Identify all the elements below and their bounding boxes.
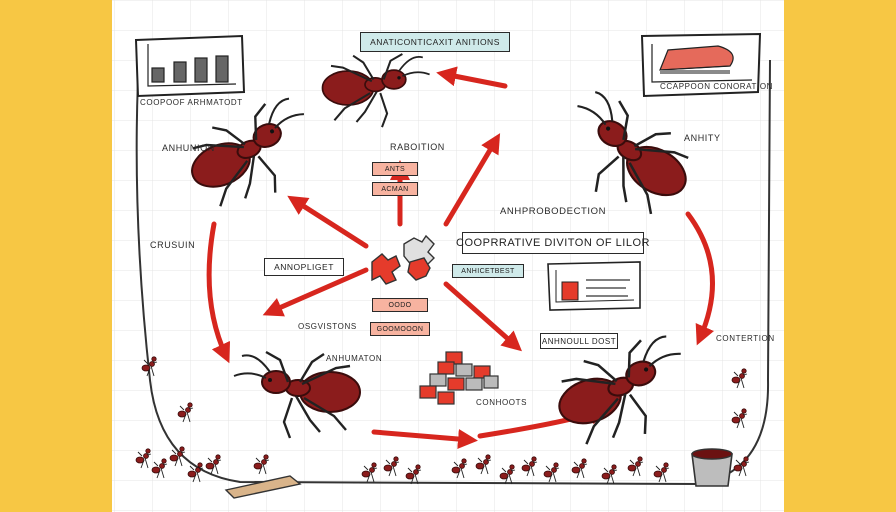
center-title: COOPRRATIVE DIVITON OF LILOR xyxy=(456,232,649,254)
label-osgvistons: OSGVISTONS xyxy=(298,322,357,331)
wooden-board xyxy=(224,475,302,499)
top-left-chart-panel xyxy=(134,34,246,98)
tag-oodo: OODO xyxy=(372,298,428,312)
label-contertion: CONTERTION xyxy=(716,334,775,343)
label-conhoots: CONHOOTS xyxy=(476,398,528,407)
label-anhity: ANHITY xyxy=(684,133,721,143)
label-crusion: CRUSUIN xyxy=(150,240,196,250)
top-right-chart-panel xyxy=(640,32,762,98)
block-pile xyxy=(419,351,499,405)
mini-chart-card xyxy=(547,261,641,311)
label-anhnoull-dost: ANHNOULL DOST xyxy=(540,333,618,349)
radial-arrows xyxy=(262,133,522,352)
title-banner: ANATICONTICAXIT ANITIONS xyxy=(360,32,510,52)
label-anhumaton: ANHUMATON xyxy=(326,354,383,363)
tag-acman: ACMAN xyxy=(372,182,418,196)
label-anhopliget: ANNOPLIGET xyxy=(264,258,344,276)
top-left-panel-caption: COOPOOF ARHMATODT xyxy=(140,98,243,107)
right-yellow-border xyxy=(784,0,896,512)
label-raboition: RABOITION xyxy=(390,142,445,152)
tag-goomoon: GOOMOOON xyxy=(370,322,430,336)
label-anhunion: ANHUNION xyxy=(162,143,215,153)
left-yellow-border xyxy=(0,0,112,512)
tag-ants: ANTS xyxy=(372,162,418,176)
puzzle-hub xyxy=(371,234,435,285)
top-right-panel-caption: CCAPPOON CONORATION xyxy=(660,82,774,91)
label-anhprobodection: ANHPROBODECTION xyxy=(500,206,607,217)
tag-anhicetbest: ANHICETBEST xyxy=(452,264,524,278)
bucket xyxy=(691,448,733,487)
frame-outline xyxy=(135,39,771,486)
